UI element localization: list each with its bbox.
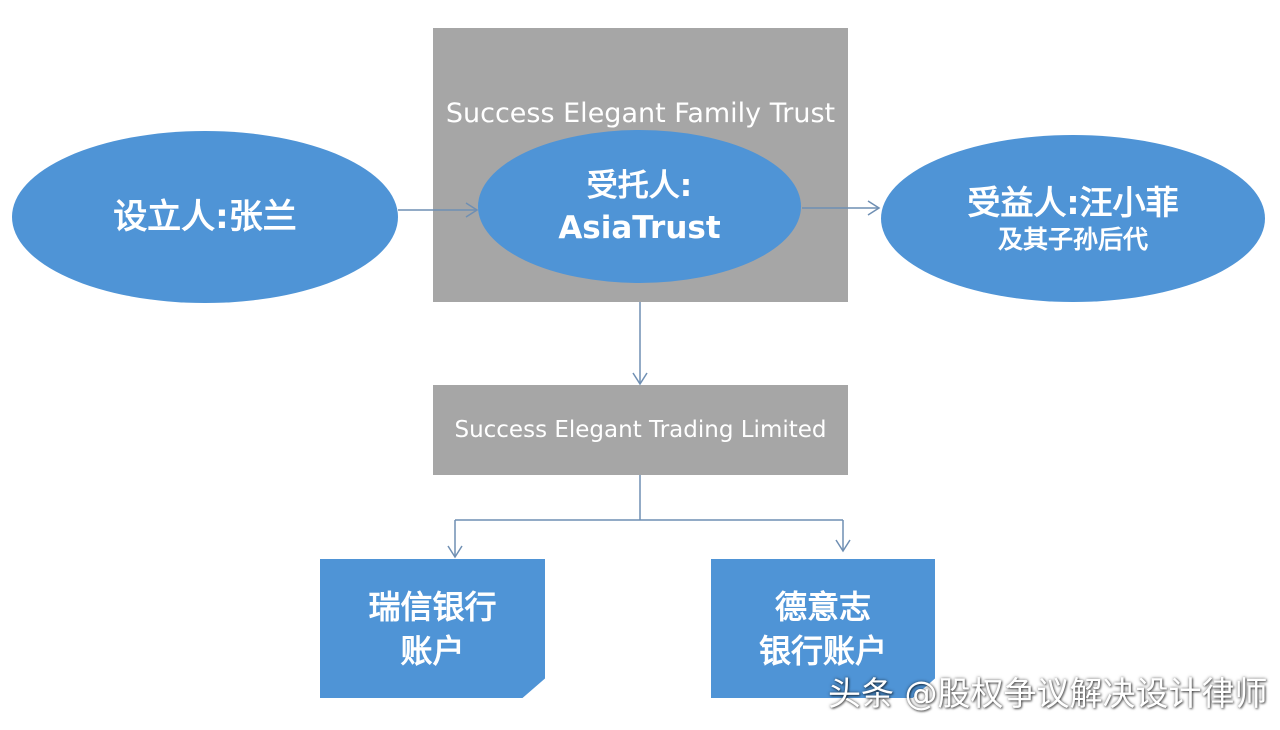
trading-company-label: Success Elegant Trading Limited [454, 417, 827, 443]
trustee-label-line2: AsiaTrust [558, 209, 721, 246]
trustee-label-line1: 受托人: [586, 167, 693, 204]
beneficiary-node: 受益人:汪小菲 及其子孙后代 [881, 135, 1265, 302]
arrowhead-to-deutsche [835, 539, 851, 553]
arrowhead-to-ubs [447, 545, 463, 559]
bank-account-ubs: 瑞信银行 账户 [320, 559, 545, 698]
bank-deutsche-line2: 银行账户 [758, 631, 887, 670]
watermark-text: 头条 @股权争议解决设计律师 [828, 674, 1268, 713]
settlor-node: 设立人:张兰 [12, 131, 398, 303]
bank-ubs-line2: 账户 [400, 631, 465, 670]
trading-company-box: Success Elegant Trading Limited [433, 385, 848, 475]
family-trust-title: Success Elegant Family Trust [445, 98, 836, 129]
trustee-node: 受托人: AsiaTrust [478, 130, 801, 283]
beneficiary-label-line1: 受益人:汪小菲 [967, 182, 1179, 222]
settlor-label: 设立人:张兰 [113, 197, 297, 237]
beneficiary-label-line2: 及其子孙后代 [997, 224, 1148, 254]
arrowhead-trustee-to-beneficiary [867, 200, 881, 216]
bank-ubs-line1: 瑞信银行 [368, 587, 497, 626]
bank-deutsche-line1: 德意志 [774, 587, 871, 626]
arrowhead-trust-to-company [632, 372, 648, 386]
bank-account-deutsche: 德意志 银行账户 [711, 559, 935, 698]
